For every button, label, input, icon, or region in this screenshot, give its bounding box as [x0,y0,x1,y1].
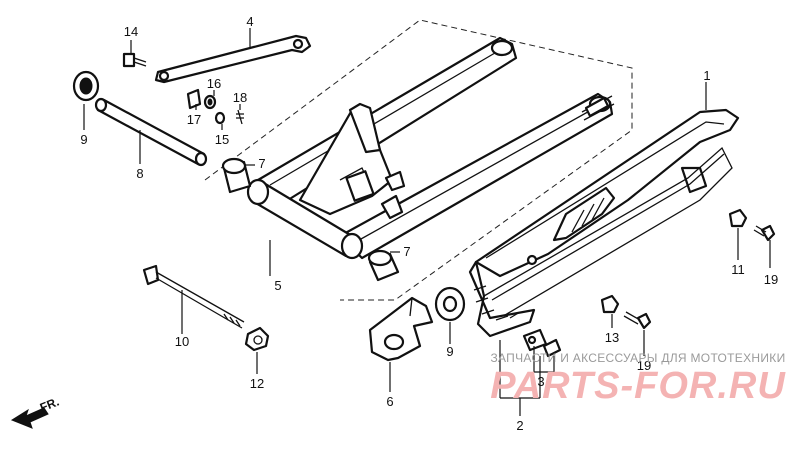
callout-15: 15 [215,132,229,147]
part-12-nut [244,326,270,352]
swingarm [246,36,615,260]
callout-12: 12 [250,376,264,391]
front-arrow-icon [10,407,49,429]
part-1-chain-case [474,108,740,278]
callout-3: 3 [537,374,544,389]
small-parts-cluster [186,88,244,125]
callout-14: 14 [124,24,138,39]
part-2-drive-chain [468,146,733,338]
part-19-bolt-right [753,224,776,242]
part-10-long-bolt [142,264,245,329]
part-7-bushing-left [221,157,252,194]
callout-labels: 1 2 3 4 5 6 7 7 8 9 9 10 11 12 13 14 15 … [80,14,778,433]
callout-17: 17 [187,112,201,127]
callout-4: 4 [246,14,253,29]
watermark: ЗАПЧАСТИ И АКСЕССУАРЫ ДЛЯ МОТОТЕХНИКИ PA… [490,351,786,407]
callout-9-upper: 9 [80,132,87,147]
callout-6: 6 [386,394,393,409]
part-9-roller [434,286,466,322]
callout-7-upper: 7 [258,156,265,171]
watermark-brand: PARTS-FOR.RU [490,365,786,407]
callout-16: 16 [207,76,221,91]
callout-5: 5 [274,278,281,293]
callout-13: 13 [605,330,619,345]
part-8-pivot-shaft [94,97,208,167]
callout-19-lower: 19 [637,358,651,373]
callout-10: 10 [175,334,189,349]
part-13-nut [600,294,620,314]
callout-1: 1 [703,68,710,83]
front-direction-marker: FR. [10,395,61,429]
part-19-bolt-lower [623,311,652,330]
part-9-bushing-top [72,70,100,102]
part-11-nut [728,208,748,228]
part-3-master-link [522,328,562,358]
callout-8: 8 [136,166,143,181]
part-6-slider [368,296,434,362]
callout-9-lower: 9 [446,344,453,359]
assembly-box-outline [204,19,633,301]
callout-19-right: 19 [764,272,778,287]
callout-2: 2 [516,418,523,433]
watermark-caption: ЗАПЧАСТИ И АКСЕССУАРЫ ДЛЯ МОТОТЕХНИКИ [490,351,785,365]
part-14-bolt [122,52,147,68]
callout-11: 11 [731,262,745,277]
part-4-arm [154,34,312,84]
front-label: FR. [38,395,61,415]
leader-lines [83,28,771,416]
part-7-bushing-right [367,249,400,282]
callout-18: 18 [233,90,247,105]
callout-7-lower: 7 [403,244,410,259]
